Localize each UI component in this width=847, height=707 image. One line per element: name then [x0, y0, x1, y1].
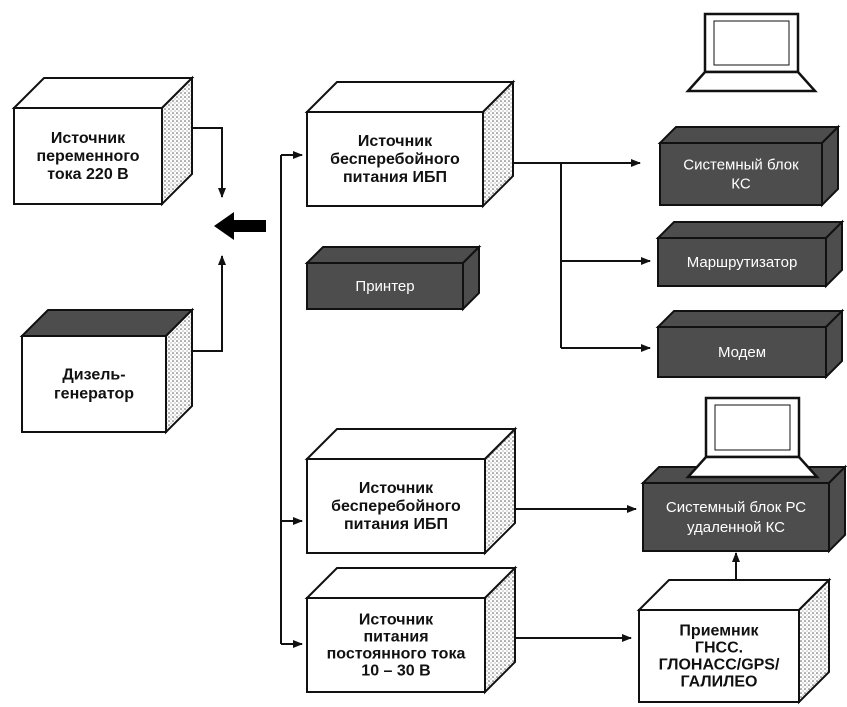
box-label-line: КС — [731, 176, 751, 193]
box-label-line: Системный блок РС — [666, 499, 806, 516]
box-top-face — [655, 221, 845, 239]
box-front-face — [306, 458, 486, 554]
box-router: Маршрутизатор — [655, 219, 845, 289]
box-label-line: Источник — [358, 133, 433, 150]
box-printer: Принтер — [304, 244, 482, 312]
box-front-face — [306, 262, 464, 310]
box-front-face — [657, 237, 827, 287]
box-front-face — [306, 597, 486, 693]
box-front-face — [642, 482, 830, 552]
box-label-line: Источник — [359, 480, 434, 497]
box-front-face — [306, 111, 484, 207]
box-side-face — [828, 464, 846, 554]
box-label-line: Дизель- — [62, 367, 125, 384]
box-label-line: Принтер — [355, 278, 414, 295]
box-front-face — [638, 609, 800, 703]
box-top-face — [304, 428, 518, 460]
box-label-line: 10 – 30 В — [361, 663, 430, 680]
box-diesel: Дизель-генератор — [19, 307, 195, 435]
box-label-line: питания ИБП — [344, 516, 448, 533]
box-front-face — [21, 335, 167, 433]
box-top-face — [655, 310, 845, 328]
box-top-face — [657, 126, 841, 144]
box-label-line: Модем — [718, 344, 766, 361]
box-label-line: Приемник — [679, 623, 759, 640]
box-system-unit-remote: Системный блок РС удаленной КС — [640, 464, 847, 554]
box-front-face — [659, 142, 823, 206]
box-label-line: Источник — [51, 130, 126, 147]
box-label-line: тока 220 В — [47, 166, 128, 183]
box-top-face — [304, 567, 518, 599]
box-top-face — [304, 81, 516, 113]
box-label-line: ГЛОНАСС/GPS/ — [659, 657, 780, 674]
box-label-line: бесперебойного — [331, 498, 461, 515]
box-label-line: питания ИБП — [343, 169, 447, 186]
thick-arrow-icon — [214, 212, 266, 240]
box-top-face — [19, 309, 195, 337]
box-front-face — [657, 326, 827, 378]
box-label-line: Маршрутизатор — [687, 254, 798, 271]
box-label-line: ГНСС. — [695, 640, 743, 657]
box-modem: Модем — [655, 308, 845, 380]
box-top-face — [636, 579, 832, 611]
box-label-line: постоянного тока — [327, 646, 466, 663]
box-label-line: Системный блок — [683, 157, 799, 174]
box-label-line: питания — [363, 629, 428, 646]
box-label-line: генератор — [54, 386, 134, 403]
box-label-line: бесперебойного — [330, 151, 460, 168]
connectors — [192, 127, 740, 648]
box-label-line: удаленной КС — [687, 519, 785, 536]
edge-ac-to-merge — [192, 127, 226, 198]
box-front-face — [13, 107, 163, 205]
box-top-face — [304, 246, 482, 264]
box-label-line: ГАЛИЛЕО — [681, 674, 758, 691]
box-label-line: переменного — [36, 148, 139, 165]
edge-diesel-to-merge — [192, 255, 226, 352]
laptop-icon — [685, 12, 818, 93]
box-label-line: Источник — [359, 612, 434, 629]
laptop-icon — [685, 396, 820, 479]
